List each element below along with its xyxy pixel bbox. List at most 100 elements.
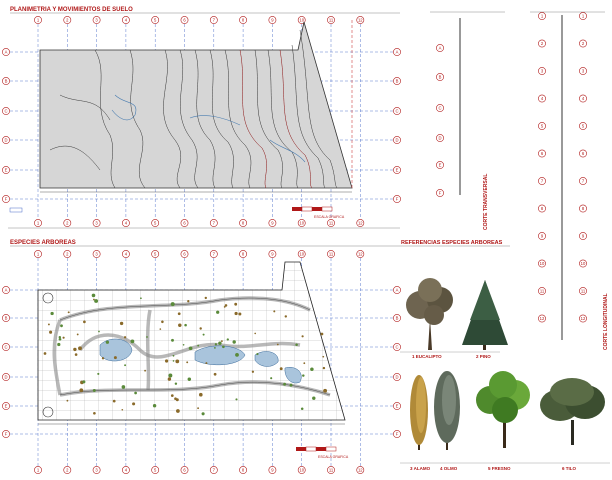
section-marker: 9 <box>579 232 587 240</box>
tree-marker <box>279 367 283 371</box>
tree-marker <box>57 342 61 347</box>
svg-text:B: B <box>439 75 442 80</box>
grid-col-bubble: 2 <box>63 16 72 24</box>
grid-row-bubble: B <box>2 77 10 85</box>
tree-marker <box>323 388 328 393</box>
svg-text:2: 2 <box>66 468 69 473</box>
svg-text:12: 12 <box>358 252 363 257</box>
grid-col-bubble: 10 <box>297 250 306 258</box>
grid-col-bubble: 9 <box>268 250 277 258</box>
tree-markers <box>43 293 328 416</box>
tree-marker <box>184 323 187 327</box>
svg-text:10: 10 <box>581 261 586 266</box>
grid-col-bubble: 11 <box>327 16 335 24</box>
tree-marker <box>176 409 180 413</box>
planimetry-panel: PLANIMETRIA Y MOVIMIENTOS DE SUELO 11223… <box>2 7 401 229</box>
tree-marker <box>187 377 192 382</box>
svg-text:E: E <box>5 168 8 173</box>
grid-col-bubble: 5 <box>151 219 160 227</box>
grid-col-bubble: 1 <box>34 16 42 24</box>
svg-text:5: 5 <box>582 124 585 129</box>
tree-marker <box>182 343 185 346</box>
second-row-labels: 3 ALAMO 4 OLMO 5 FRESNO 6 TILO <box>400 462 610 471</box>
tree-marker <box>310 367 314 372</box>
section-marker: 10 <box>579 259 587 268</box>
tree-marker <box>201 412 205 416</box>
grid-col-bubble: 8 <box>239 466 247 474</box>
tree-marker <box>232 340 236 344</box>
svg-text:11: 11 <box>329 18 334 23</box>
site-area <box>39 21 353 189</box>
tree-marker <box>92 389 96 392</box>
tree-marker <box>67 311 70 314</box>
svg-text:1: 1 <box>37 18 40 23</box>
tree-marker <box>121 408 124 411</box>
section-marker: 3 <box>538 67 546 75</box>
grid-col-bubble: 5 <box>151 16 160 24</box>
tree-marker <box>171 338 174 342</box>
grid-col-bubble: 2 <box>63 466 72 474</box>
tree-marker <box>178 323 182 327</box>
tilo-label: 6 TILO <box>562 466 577 471</box>
section-marker: 3 <box>579 67 587 75</box>
section-marker: D <box>436 134 444 142</box>
svg-text:8: 8 <box>582 206 585 211</box>
svg-text:C: C <box>438 106 441 111</box>
tree-marker <box>199 327 202 330</box>
tree-marker <box>140 297 142 300</box>
tree-marker <box>58 337 62 341</box>
grid-row-bubble: D <box>2 136 10 144</box>
tree-marker <box>186 361 189 364</box>
grid-col-bubble: 11 <box>327 250 335 258</box>
section-marker: 11 <box>538 287 546 295</box>
grid-row-bubble: F <box>393 195 401 203</box>
tree-marker <box>134 391 137 395</box>
tree-marker <box>161 320 164 324</box>
svg-text:11: 11 <box>329 252 334 257</box>
lakes <box>99 338 302 384</box>
svg-text:7: 7 <box>213 468 216 473</box>
svg-text:4: 4 <box>582 96 585 101</box>
references-panel: REFERENCIAS ESPECIES ARBOREAS 1 EUCALIPT… <box>400 240 610 471</box>
tree-marker <box>188 346 193 351</box>
tree-marker <box>60 324 63 328</box>
grid-col-bubble: 6 <box>180 219 189 227</box>
tree-marker <box>170 302 175 307</box>
tree-marker <box>152 404 157 408</box>
svg-text:E: E <box>5 404 8 409</box>
tree-marker <box>112 399 116 403</box>
grid-col-bubble: 10 <box>297 219 306 227</box>
section-marker: 1 <box>579 12 587 20</box>
pino-label: 2 PINO <box>476 354 491 359</box>
tree-marker <box>172 360 175 362</box>
svg-text:8: 8 <box>242 252 245 257</box>
section-marker: 1 <box>538 12 546 20</box>
tree-marker <box>300 407 304 411</box>
grid-col-bubble: 3 <box>92 219 101 227</box>
svg-text:8: 8 <box>541 206 544 211</box>
grid-col-bubble: 9 <box>268 466 277 474</box>
grid-col-bubble: 12 <box>356 250 365 258</box>
tree-marker <box>170 394 174 397</box>
tree-marker <box>43 352 47 355</box>
svg-text:9: 9 <box>271 252 274 257</box>
section-marker: 6 <box>538 149 546 158</box>
svg-text:6: 6 <box>183 252 186 257</box>
tree-marker <box>214 343 218 346</box>
svg-text:C: C <box>4 345 7 350</box>
grid-col-bubble: 1 <box>34 250 42 258</box>
planimetry-title: PLANIMETRIA Y MOVIMIENTOS DE SUELO <box>10 7 133 13</box>
section-marker: 8 <box>579 204 587 213</box>
grid-row-bubble: E <box>393 166 401 174</box>
tree-marker <box>47 323 50 326</box>
svg-text:4: 4 <box>125 18 128 23</box>
tree-marker <box>218 341 222 345</box>
grid-row-bubble: C <box>393 107 401 115</box>
tree-marker <box>295 343 298 346</box>
alamo-illustration <box>410 375 428 450</box>
contour-lines <box>49 29 338 189</box>
tree-marker <box>175 359 180 364</box>
grid-col-bubble: 9 <box>268 219 277 227</box>
